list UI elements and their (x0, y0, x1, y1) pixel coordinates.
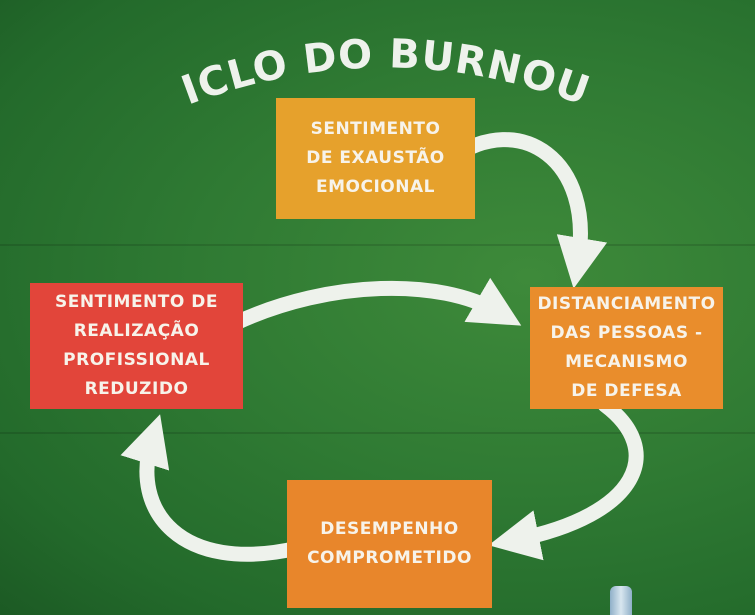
node-compromised-performance: DESEMPENHO COMPROMETIDO (287, 480, 492, 608)
node-reduced-professional-realization: SENTIMENTO DE REALIZAÇÃO PROFISSIONAL RE… (30, 283, 243, 409)
background-stripe (0, 432, 755, 434)
node-line: SENTIMENTO DE (55, 292, 218, 312)
node-line: REALIZAÇÃO (73, 321, 200, 341)
node-line: EMOCIONAL (316, 177, 435, 197)
arrow-exhaustion-to-distance (444, 132, 608, 289)
node-line: DESEMPENHO (320, 519, 459, 539)
node-line: DE DEFESA (571, 381, 682, 401)
node-distancing-from-people: DISTANCIAMENTO DAS PESSOAS - MECANISMO D… (530, 287, 723, 409)
node-line: DISTANCIAMENTO (537, 294, 716, 314)
node-line: REDUZIDO (84, 379, 189, 399)
node-line: COMPROMETIDO (307, 548, 472, 568)
arrow-distance-to-performance (488, 397, 644, 561)
node-line: SENTIMENTO (310, 119, 441, 139)
node-line: DE EXAUSTÃO (306, 148, 445, 168)
node-emotional-exhaustion: SENTIMENTO DE EXAUSTÃO EMOCIONAL (276, 98, 475, 219)
arrow-realization-to-distance (230, 277, 522, 330)
node-line: PROFISSIONAL (63, 350, 210, 370)
node-line: MECANISMO (565, 352, 688, 372)
arrow-performance-to-realization (120, 414, 306, 562)
water-bottle-image (610, 586, 632, 615)
node-line: DAS PESSOAS - (550, 323, 703, 343)
background-stripe (0, 244, 755, 246)
